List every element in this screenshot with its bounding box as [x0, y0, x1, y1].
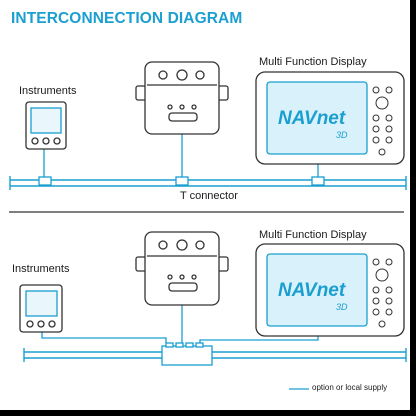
top-backbone-cable — [9, 176, 407, 190]
t-connector-left — [38, 176, 52, 186]
bottom-navnet-logo: NAVnet — [278, 280, 346, 301]
t-connector-label: T connector — [180, 190, 238, 202]
bottom-hub-unit — [135, 231, 229, 306]
bottom-instruments-label: Instruments — [12, 263, 70, 275]
top-drop-cables — [43, 134, 319, 177]
svg-text:3D: 3D — [336, 130, 348, 140]
top-instrument-display — [25, 101, 67, 150]
bottom-mfd-unit: NAVnet 3D — [255, 243, 405, 337]
top-instruments-label: Instruments — [19, 85, 77, 97]
bottom-backbone-cable — [23, 348, 407, 362]
bottom-drop-cables — [41, 305, 319, 343]
diagram-title: INTERCONNECTION DIAGRAM — [11, 10, 243, 27]
t-connector-right — [311, 176, 325, 186]
bottom-mfd-label: Multi Function Display — [259, 229, 367, 241]
svg-text:3D: 3D — [336, 302, 348, 312]
bottom-instrument-display — [19, 284, 63, 333]
top-mfd-label: Multi Function Display — [259, 56, 367, 68]
t-connector-middle — [175, 176, 189, 186]
top-navnet-logo: NAVnet — [278, 108, 346, 129]
legend-label: option or local supply — [312, 383, 388, 392]
diagram-frame: INTERCONNECTION DIAGRAM — [0, 0, 410, 410]
top-mfd-unit: NAVnet 3D — [255, 71, 405, 165]
top-hub-unit — [135, 61, 229, 135]
junction-box — [161, 342, 213, 366]
diagram-canvas: NAVnet 3D — [9, 61, 407, 390]
